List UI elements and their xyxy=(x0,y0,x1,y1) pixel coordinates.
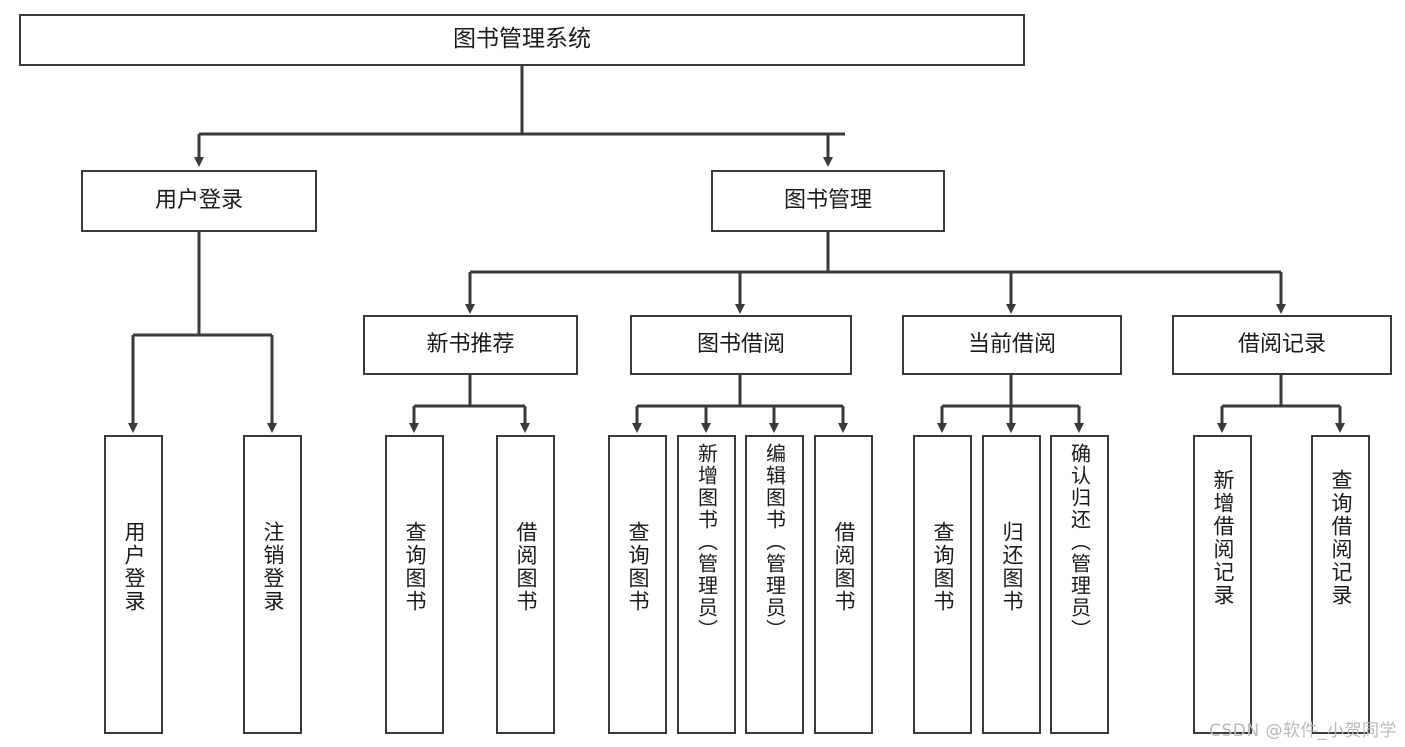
node-leaf-query-borrow-record-label: 查询借阅记录 xyxy=(1329,469,1353,607)
node-leaf-borrow-book-2-label: 借阅图书 xyxy=(832,521,856,613)
node-root-label: 图书管理系统 xyxy=(453,26,591,53)
node-new-book-recommend-label: 新书推荐 xyxy=(426,332,515,358)
watermark: CSDN @软件_小贺同学 xyxy=(1209,721,1397,741)
node-leaf-query-book-2-label: 查询图书 xyxy=(626,521,650,613)
node-leaf-query-book-3[interactable]: 查询图书 xyxy=(913,435,972,734)
node-leaf-logout-login-label: 注销登录 xyxy=(261,521,285,613)
node-leaf-query-borrow-record[interactable]: 查询借阅记录 xyxy=(1311,435,1370,734)
node-book-manage-label: 图书管理 xyxy=(783,188,872,214)
node-leaf-confirm-return-label: 确认归还（管理员） xyxy=(1067,443,1092,641)
node-leaf-return-book[interactable]: 归还图书 xyxy=(982,435,1041,734)
node-current-borrow[interactable]: 当前借阅 xyxy=(902,315,1122,375)
node-borrow-record[interactable]: 借阅记录 xyxy=(1172,315,1392,375)
node-leaf-add-book[interactable]: 新增图书（管理员） xyxy=(677,435,736,734)
node-leaf-add-borrow-record[interactable]: 新增借阅记录 xyxy=(1193,435,1252,734)
node-new-book-recommend[interactable]: 新书推荐 xyxy=(363,315,578,375)
node-leaf-edit-book[interactable]: 编辑图书（管理员） xyxy=(745,435,804,734)
node-leaf-logout-login[interactable]: 注销登录 xyxy=(243,435,302,734)
node-leaf-confirm-return[interactable]: 确认归还（管理员） xyxy=(1050,435,1109,734)
node-leaf-borrow-book-1-label: 借阅图书 xyxy=(514,521,538,613)
node-user-login-label: 用户登录 xyxy=(154,188,243,214)
node-leaf-add-borrow-record-label: 新增借阅记录 xyxy=(1211,469,1235,607)
node-user-login[interactable]: 用户登录 xyxy=(81,170,317,232)
node-current-borrow-label: 当前借阅 xyxy=(967,332,1056,358)
node-leaf-return-book-label: 归还图书 xyxy=(1000,521,1024,613)
node-leaf-user-login-label: 用户登录 xyxy=(122,521,146,613)
node-leaf-borrow-book-1[interactable]: 借阅图书 xyxy=(496,435,555,734)
node-leaf-query-book-1-label: 查询图书 xyxy=(403,521,427,613)
node-leaf-borrow-book-2[interactable]: 借阅图书 xyxy=(814,435,873,734)
node-leaf-query-book-2[interactable]: 查询图书 xyxy=(608,435,667,734)
node-book-borrow[interactable]: 图书借阅 xyxy=(630,315,852,375)
node-book-manage[interactable]: 图书管理 xyxy=(711,170,945,232)
node-leaf-add-book-label: 新增图书（管理员） xyxy=(694,443,719,641)
node-leaf-query-book-3-label: 查询图书 xyxy=(931,521,955,613)
node-leaf-edit-book-label: 编辑图书（管理员） xyxy=(762,443,787,641)
node-leaf-query-book-1[interactable]: 查询图书 xyxy=(385,435,444,734)
node-borrow-record-label: 借阅记录 xyxy=(1237,332,1326,358)
node-book-borrow-label: 图书借阅 xyxy=(696,332,785,358)
node-root[interactable]: 图书管理系统 xyxy=(19,14,1025,66)
node-leaf-user-login[interactable]: 用户登录 xyxy=(104,435,163,734)
